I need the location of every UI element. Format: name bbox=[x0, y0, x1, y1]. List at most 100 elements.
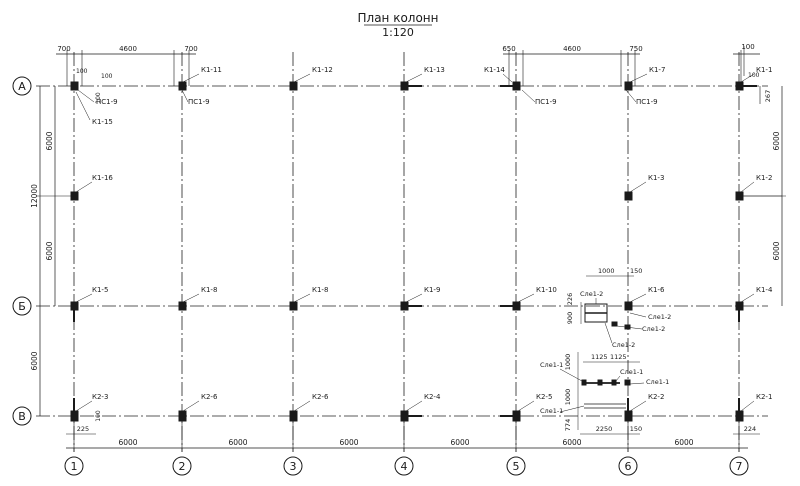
svg-text:К1-13: К1-13 bbox=[424, 66, 445, 74]
vertical-axes bbox=[73, 52, 740, 452]
axis-bubble-3: 3 bbox=[283, 456, 303, 476]
svg-text:К1-11: К1-11 bbox=[201, 66, 222, 74]
svg-text:6000: 6000 bbox=[30, 351, 39, 370]
columns-row-v: К2-3 К2-6 К2-6 К2-4 К2-5 К2-2 К2-1 100 1… bbox=[70, 72, 772, 422]
labels-row-a: К1-11 К1-12 К1-13 К1-14 К1-7 К1-1 К1-15 … bbox=[75, 66, 772, 126]
svg-text:900: 900 bbox=[566, 312, 574, 324]
svg-text:Сле1-2: Сле1-2 bbox=[642, 325, 665, 333]
column bbox=[178, 81, 187, 91]
svg-text:1000: 1000 bbox=[564, 389, 572, 406]
svg-text:К1-4: К1-4 bbox=[756, 286, 773, 294]
column bbox=[624, 191, 633, 201]
svg-text:2: 2 bbox=[179, 460, 186, 473]
bottom-dimension-chain: 6000 6000 6000 6000 6000 6000 225 2250 1… bbox=[66, 420, 760, 452]
column bbox=[70, 81, 79, 91]
svg-text:К2-5: К2-5 bbox=[536, 393, 552, 401]
svg-text:Сле1-1: Сле1-1 bbox=[540, 407, 563, 415]
svg-text:6000: 6000 bbox=[674, 438, 693, 447]
top-dimension-chain: 700 4600 700 650 4600 750 100 bbox=[56, 43, 760, 86]
drawing-title: План колонн bbox=[358, 11, 439, 25]
svg-text:224: 224 bbox=[744, 425, 756, 433]
svg-text:Сле1-1: Сле1-1 bbox=[620, 368, 643, 376]
svg-text:650: 650 bbox=[502, 45, 515, 53]
axis-bubble-b: Б bbox=[12, 296, 32, 316]
svg-text:Сле1-2: Сле1-2 bbox=[612, 341, 635, 349]
svg-text:В: В bbox=[18, 410, 26, 423]
axis-bubble-1: 1 bbox=[64, 456, 84, 476]
svg-text:7: 7 bbox=[736, 460, 743, 473]
svg-text:100: 100 bbox=[95, 410, 102, 422]
svg-text:5: 5 bbox=[513, 460, 520, 473]
drawing-scale: 1:120 bbox=[382, 26, 414, 39]
svg-text:К1-5: К1-5 bbox=[92, 286, 108, 294]
svg-text:100: 100 bbox=[95, 92, 102, 104]
svg-text:150: 150 bbox=[630, 425, 642, 433]
svg-text:700: 700 bbox=[184, 45, 197, 53]
axis-bubble-5: 5 bbox=[506, 456, 526, 476]
column bbox=[400, 81, 409, 91]
column bbox=[735, 81, 744, 91]
svg-text:1000: 1000 bbox=[564, 354, 572, 371]
left-dimension-chain: 12000 6000 6000 6000 bbox=[30, 86, 74, 416]
brace-frame-upper: 1000 150 226 900 Сле1-2 Сле1-2 Сле1-2 Сл… bbox=[566, 267, 671, 349]
svg-text:Сле1-1: Сле1-1 bbox=[540, 361, 563, 369]
axis-bubble-v: В bbox=[12, 406, 32, 426]
svg-text:4600: 4600 bbox=[119, 45, 137, 53]
svg-text:К1-3: К1-3 bbox=[648, 174, 664, 182]
svg-text:150: 150 bbox=[630, 267, 642, 275]
svg-text:100: 100 bbox=[748, 72, 760, 79]
svg-text:Сле1-2: Сле1-2 bbox=[580, 290, 603, 298]
svg-text:К1-2: К1-2 bbox=[756, 174, 772, 182]
svg-text:К2-4: К2-4 bbox=[424, 393, 441, 401]
svg-text:К1-6: К1-6 bbox=[648, 286, 665, 294]
svg-text:ПС1-9: ПС1-9 bbox=[188, 98, 210, 106]
axis-bubble-a: А bbox=[12, 76, 32, 96]
axis-bubble-4: 4 bbox=[394, 456, 414, 476]
svg-text:К1-12: К1-12 bbox=[312, 66, 333, 74]
svg-text:К2-2: К2-2 bbox=[648, 393, 664, 401]
svg-text:К2-3: К2-3 bbox=[92, 393, 108, 401]
column bbox=[735, 191, 744, 201]
svg-text:267: 267 bbox=[764, 90, 772, 102]
svg-text:К1-8: К1-8 bbox=[201, 286, 217, 294]
svg-text:4: 4 bbox=[401, 460, 408, 473]
svg-text:К1-10: К1-10 bbox=[536, 286, 557, 294]
svg-text:12000: 12000 bbox=[30, 184, 39, 208]
svg-text:6000: 6000 bbox=[562, 438, 581, 447]
svg-text:1125: 1125 bbox=[591, 353, 608, 361]
svg-text:К1-16: К1-16 bbox=[92, 174, 113, 182]
svg-text:Сле1-2: Сле1-2 bbox=[648, 313, 671, 321]
columns-row-b: К1-5 К1-8 К1-8 К1-9 К1-10 К1-6 К1-4 bbox=[70, 286, 773, 322]
axis-bubble-2: 2 bbox=[172, 456, 192, 476]
svg-text:750: 750 bbox=[629, 45, 642, 53]
svg-text:ПС1-9: ПС1-9 bbox=[535, 98, 557, 106]
svg-text:ПС1-9: ПС1-9 bbox=[636, 98, 658, 106]
svg-text:К1-9: К1-9 bbox=[424, 286, 440, 294]
svg-text:226: 226 bbox=[566, 293, 574, 305]
svg-text:6000: 6000 bbox=[45, 131, 54, 150]
column bbox=[624, 81, 633, 91]
svg-text:Сле1-1: Сле1-1 bbox=[646, 378, 669, 386]
svg-text:1000: 1000 bbox=[598, 267, 615, 275]
svg-text:К1-15: К1-15 bbox=[92, 118, 113, 126]
svg-text:700: 700 bbox=[57, 45, 70, 53]
svg-text:Б: Б bbox=[18, 300, 26, 313]
svg-text:К1-1: К1-1 bbox=[756, 66, 772, 74]
svg-text:6000: 6000 bbox=[772, 241, 781, 260]
svg-text:К1-8: К1-8 bbox=[312, 286, 328, 294]
svg-text:К2-6: К2-6 bbox=[312, 393, 329, 401]
svg-text:К2-6: К2-6 bbox=[201, 393, 218, 401]
svg-text:А: А bbox=[18, 80, 26, 93]
svg-text:4600: 4600 bbox=[563, 45, 581, 53]
column bbox=[512, 81, 521, 91]
svg-text:6000: 6000 bbox=[772, 131, 781, 150]
svg-text:1125: 1125 bbox=[610, 353, 627, 361]
svg-text:6000: 6000 bbox=[118, 438, 137, 447]
column bbox=[70, 191, 79, 201]
svg-text:6000: 6000 bbox=[339, 438, 358, 447]
svg-text:1: 1 bbox=[71, 460, 78, 473]
svg-text:100: 100 bbox=[101, 73, 113, 80]
svg-text:ПС1-9: ПС1-9 bbox=[96, 98, 118, 106]
svg-text:225: 225 bbox=[77, 425, 89, 433]
